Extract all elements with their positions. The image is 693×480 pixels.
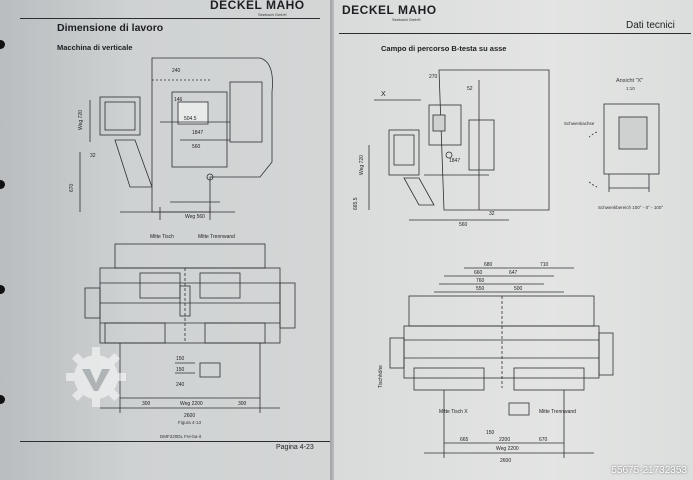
- dim-label: 150: [486, 430, 495, 436]
- dim-label: 560: [192, 144, 201, 150]
- dim-label: 665.5: [353, 197, 359, 210]
- dim-label: 300: [238, 401, 247, 407]
- plan-label: Mitte Tisch X: [439, 409, 468, 415]
- tischhoehe-label: Tischhöhe: [378, 365, 384, 388]
- machine-front-drawing: 240 146 504.5 1847 560 Weg 720 670 32 We…: [69, 57, 273, 220]
- figure-caption: Figura 4-13: [178, 420, 202, 425]
- dim-label: 560: [459, 222, 468, 228]
- dim-label: 2600: [500, 458, 511, 464]
- dim-label: Weg 720: [359, 155, 365, 175]
- dim-label: 500: [514, 286, 523, 292]
- dim-label: Weg 560: [185, 214, 205, 220]
- plan-label: Mitte Trennwand: [539, 409, 576, 415]
- header-rule: [20, 18, 320, 19]
- dim-label: 1847: [192, 130, 203, 136]
- dim-label: 550: [476, 286, 485, 292]
- dim-label: Weg 2200: [496, 446, 519, 452]
- schwenk-label: Schwenkachse: [564, 121, 595, 126]
- dim-label: 2600: [184, 413, 195, 419]
- header-rule: [339, 33, 691, 34]
- ansicht-x-drawing: [589, 103, 660, 192]
- dim-label: 150: [176, 356, 185, 362]
- dim-label: 270: [429, 74, 438, 80]
- dim-label: 1847: [449, 158, 460, 164]
- dim-label: 660: [474, 270, 483, 276]
- dim-label: 760: [476, 278, 485, 284]
- schwenk-range: Schwenkbereich 100° - 0° - 100°: [598, 205, 664, 210]
- dim-label: 32: [489, 211, 495, 217]
- footer-code: DMF220DL Fre-ba-it: [160, 434, 202, 439]
- dim-label: 670: [69, 183, 75, 192]
- dim-label: 680: [484, 262, 493, 268]
- brand-sub: Seebach GmbH: [258, 12, 287, 17]
- dim-label: Weg 720: [78, 110, 84, 130]
- binder-ring: [0, 180, 5, 189]
- binder-ring: [0, 285, 5, 294]
- brand-logo: DECKEL MAHO: [210, 0, 305, 12]
- bhead-plan-drawing: 680 710 660 647 760 550 500 Tischhöhe Mi…: [378, 262, 614, 464]
- dim-label: 504.5: [184, 116, 197, 122]
- brand-sub: Seebach GmbH: [392, 17, 421, 22]
- binder-ring: [0, 395, 5, 404]
- dim-label: 150: [176, 367, 185, 373]
- ansicht-scale: 1:10: [626, 86, 635, 91]
- plan-label: Mitte Tisch: [150, 234, 174, 240]
- dim-label: 240: [176, 382, 185, 388]
- dim-label: Weg 2200: [180, 401, 203, 407]
- dim-label: 665: [460, 437, 469, 443]
- dim-label: 240: [172, 68, 181, 74]
- gear-logo-icon: [66, 347, 126, 407]
- ansicht-title: Ansicht "X": [616, 78, 644, 84]
- page-subtitle: Campo di percorso B-testa su asse: [381, 44, 507, 53]
- page-number: Pagina 4-23: [276, 444, 314, 451]
- page-subtitle: Macchina di verticale: [57, 43, 133, 52]
- left-page: DECKEL MAHO Seebach GmbH Dimensione di l…: [0, 0, 332, 480]
- book-gutter: [330, 0, 336, 480]
- plan-label: Mitte Trennwand: [198, 234, 235, 240]
- dim-label: 710: [540, 262, 549, 268]
- bhead-side-drawing: X 270 52 Weg 720 1847 665.5 560 32: [353, 69, 550, 228]
- dim-label: 300: [142, 401, 151, 407]
- dim-label: 647: [509, 270, 518, 276]
- binder-ring: [0, 40, 5, 49]
- section-title: Dati tecnici: [626, 20, 675, 31]
- dim-label: 670: [539, 437, 548, 443]
- right-page: DECKEL MAHO Seebach GmbH Dati tecnici Ca…: [334, 0, 693, 480]
- dim-label: 52: [467, 86, 473, 92]
- brand-logo: DECKEL MAHO: [342, 3, 437, 17]
- dim-label: 32: [90, 153, 96, 159]
- footer-rule: [20, 441, 330, 442]
- dim-label: 2200: [499, 437, 510, 443]
- listing-id-stamp: 55675-21732353: [611, 465, 687, 476]
- machine-plan-drawing: Mitte Tisch Mitte Trennwand 150 150 240 …: [84, 234, 296, 419]
- dim-label: 146: [174, 97, 183, 103]
- axis-x-label: X: [381, 91, 386, 98]
- page-title: Dimensione di lavoro: [57, 22, 164, 34]
